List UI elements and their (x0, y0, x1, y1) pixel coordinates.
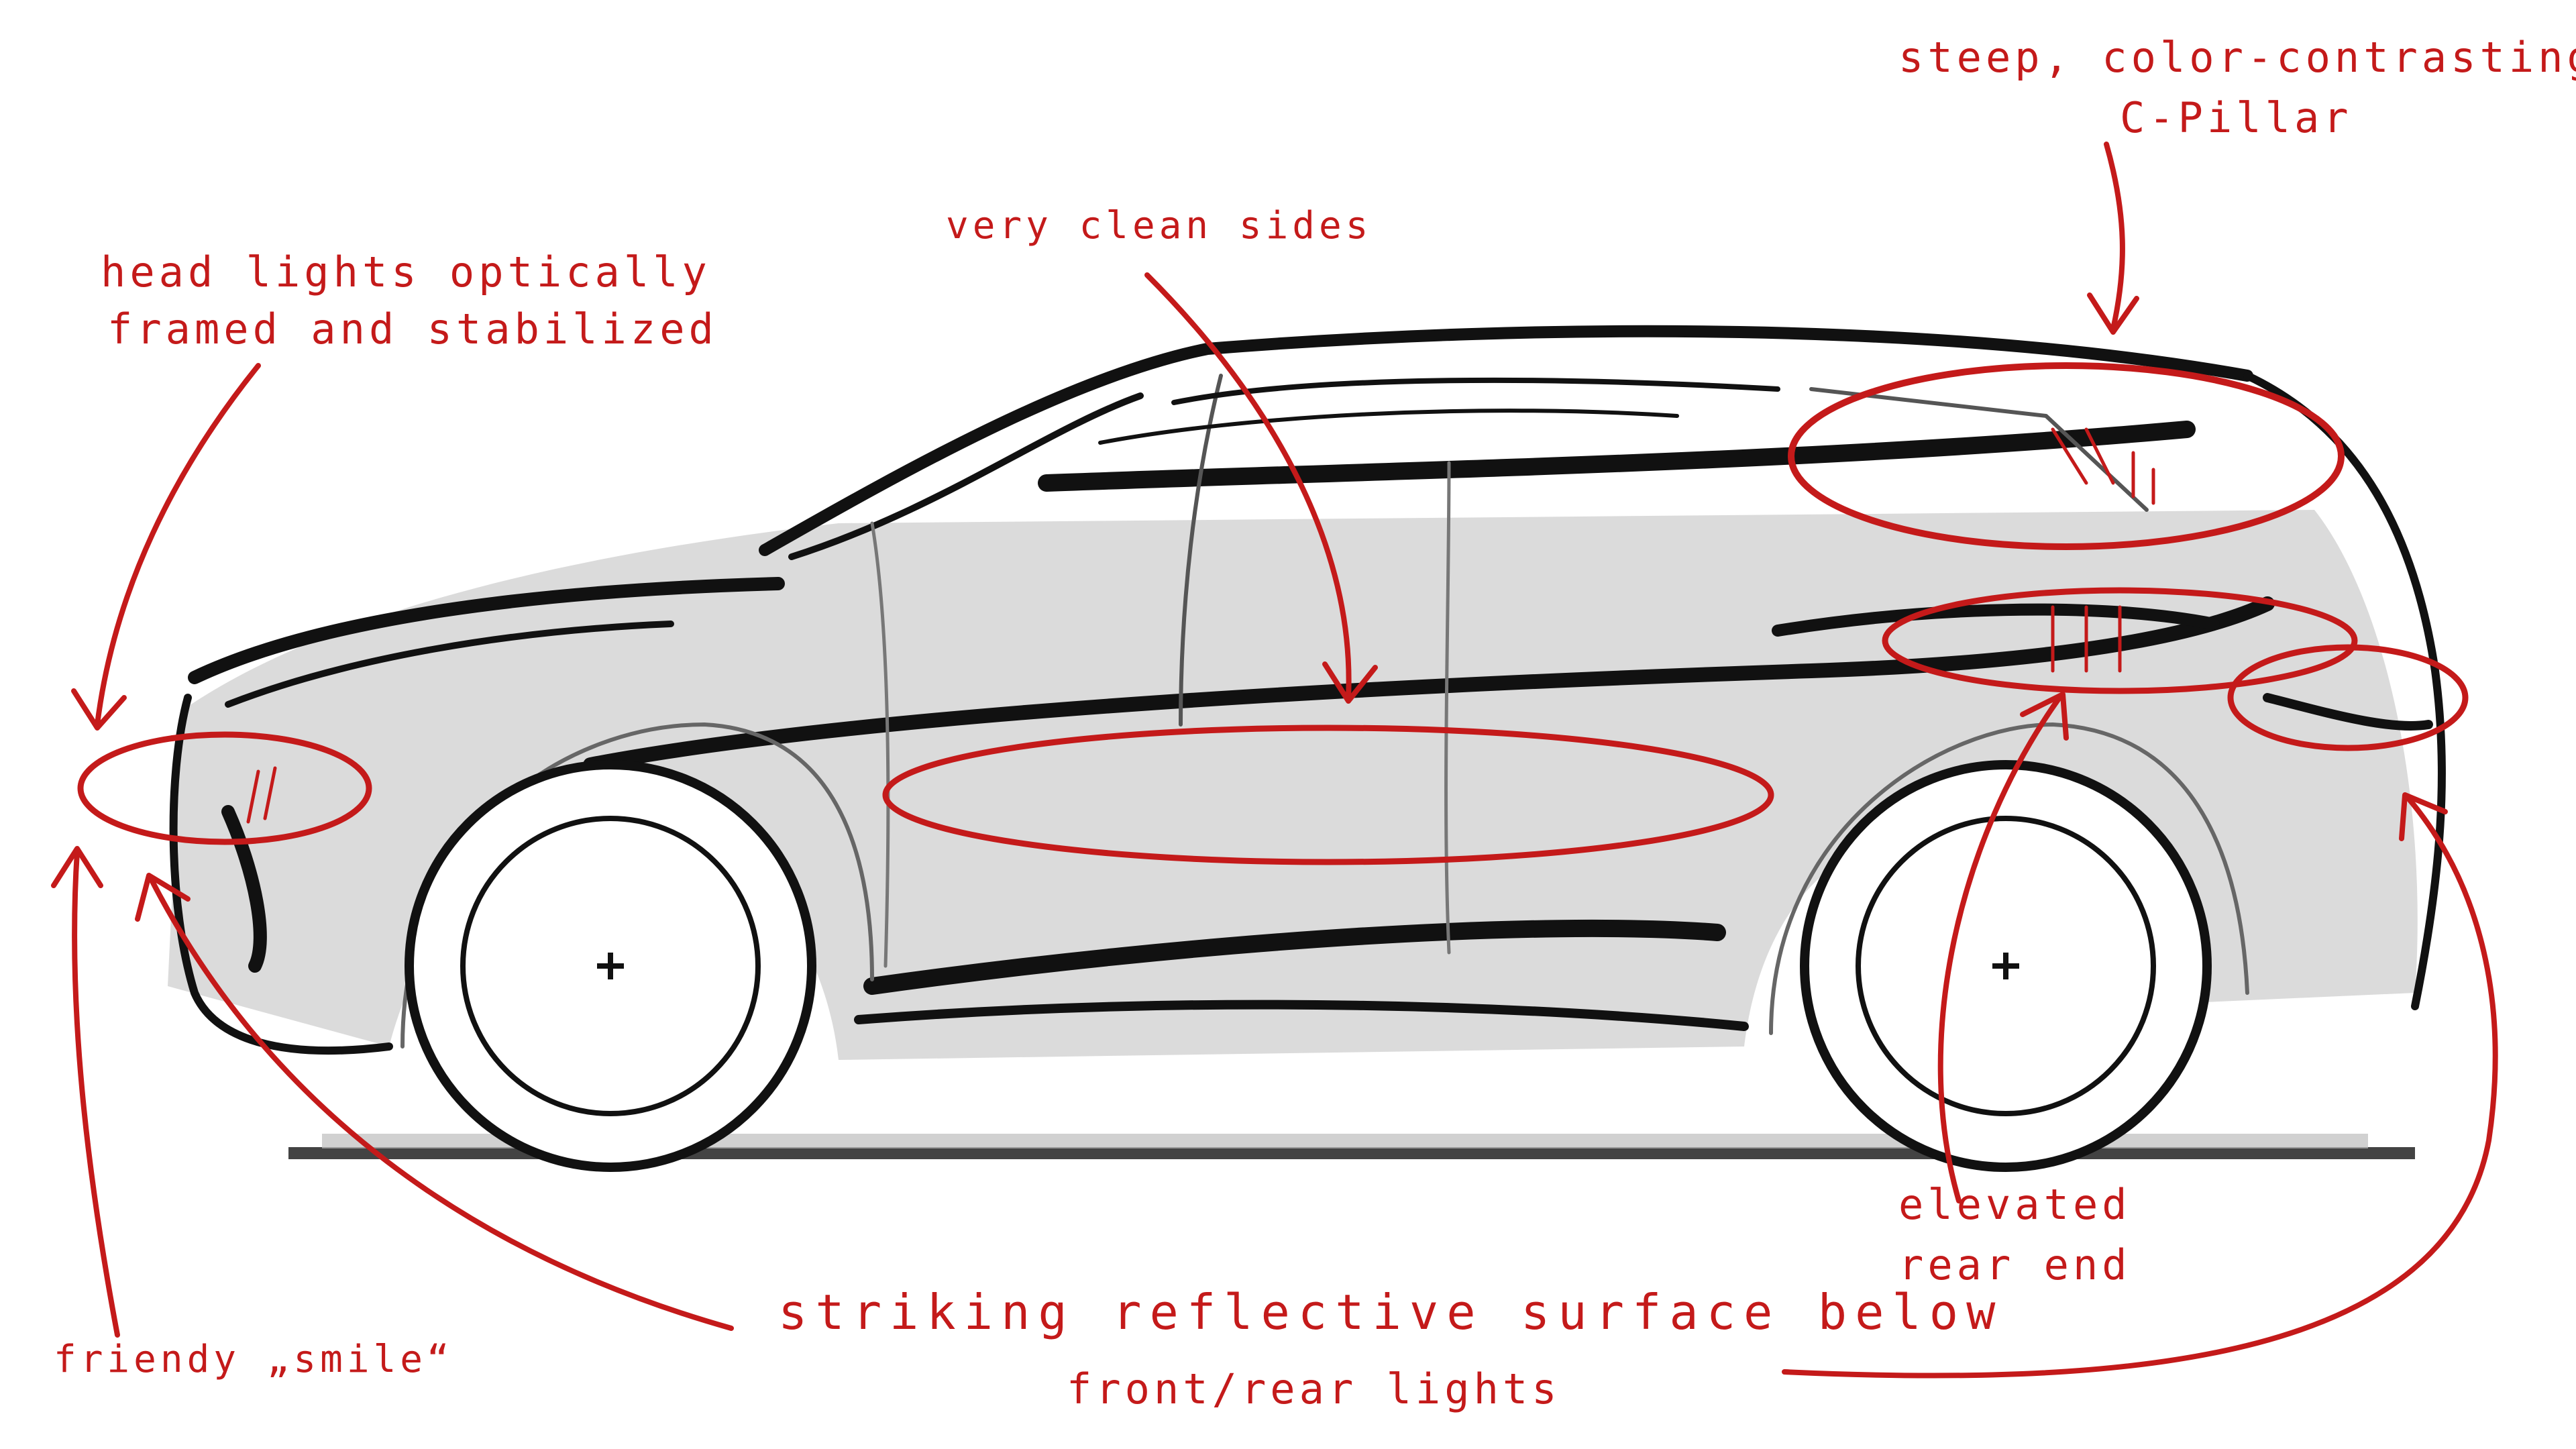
annotation-reflective-line1: striking reflective surface below (778, 1284, 2004, 1340)
annotation-reflective-line2: front/rear lights (1067, 1364, 1561, 1413)
arrow-reflective-rear (1782, 796, 2498, 1379)
side-surface-ellipse (882, 724, 1774, 865)
headlight-ellipse (77, 731, 372, 845)
annotation-friendly-smile: friendy „smile“ (54, 1338, 453, 1381)
arrow-clean-sides (1144, 272, 1352, 700)
small-motion-arrows (246, 427, 2155, 824)
arrow-c-pillar (2104, 142, 2125, 331)
arrow-friendly-smile (72, 849, 120, 1338)
annotation-rear-end-line2: rear end (1898, 1240, 2131, 1289)
ground-shadow (288, 1134, 2415, 1159)
front-wheel (405, 760, 816, 1172)
c-pillar-ellipse (1788, 362, 2345, 550)
rear-reflective-ellipse (2227, 644, 2469, 751)
annotation-clean-sides: very clean sides (946, 204, 1373, 248)
rear-light-ellipse (1882, 587, 2358, 694)
arrow-rear-end (1937, 695, 2062, 1203)
annotation-headlights-line2: framed and stabilized (107, 305, 718, 354)
annotation-marks (51, 142, 2498, 1379)
arrow-headlights (95, 363, 261, 727)
rear-wheel (1800, 760, 2212, 1172)
annotation-headlights-line1: head lights optically (101, 248, 711, 297)
arrow-reflective-front (148, 876, 734, 1331)
annotation-rear-end-line1: elevated (1898, 1180, 2131, 1229)
annotation-c-pillar-line1: steep, color-contrasting (1898, 33, 2576, 82)
annotation-c-pillar-line2: C-Pillar (2120, 93, 2353, 142)
sketch-shading (168, 510, 2418, 1060)
